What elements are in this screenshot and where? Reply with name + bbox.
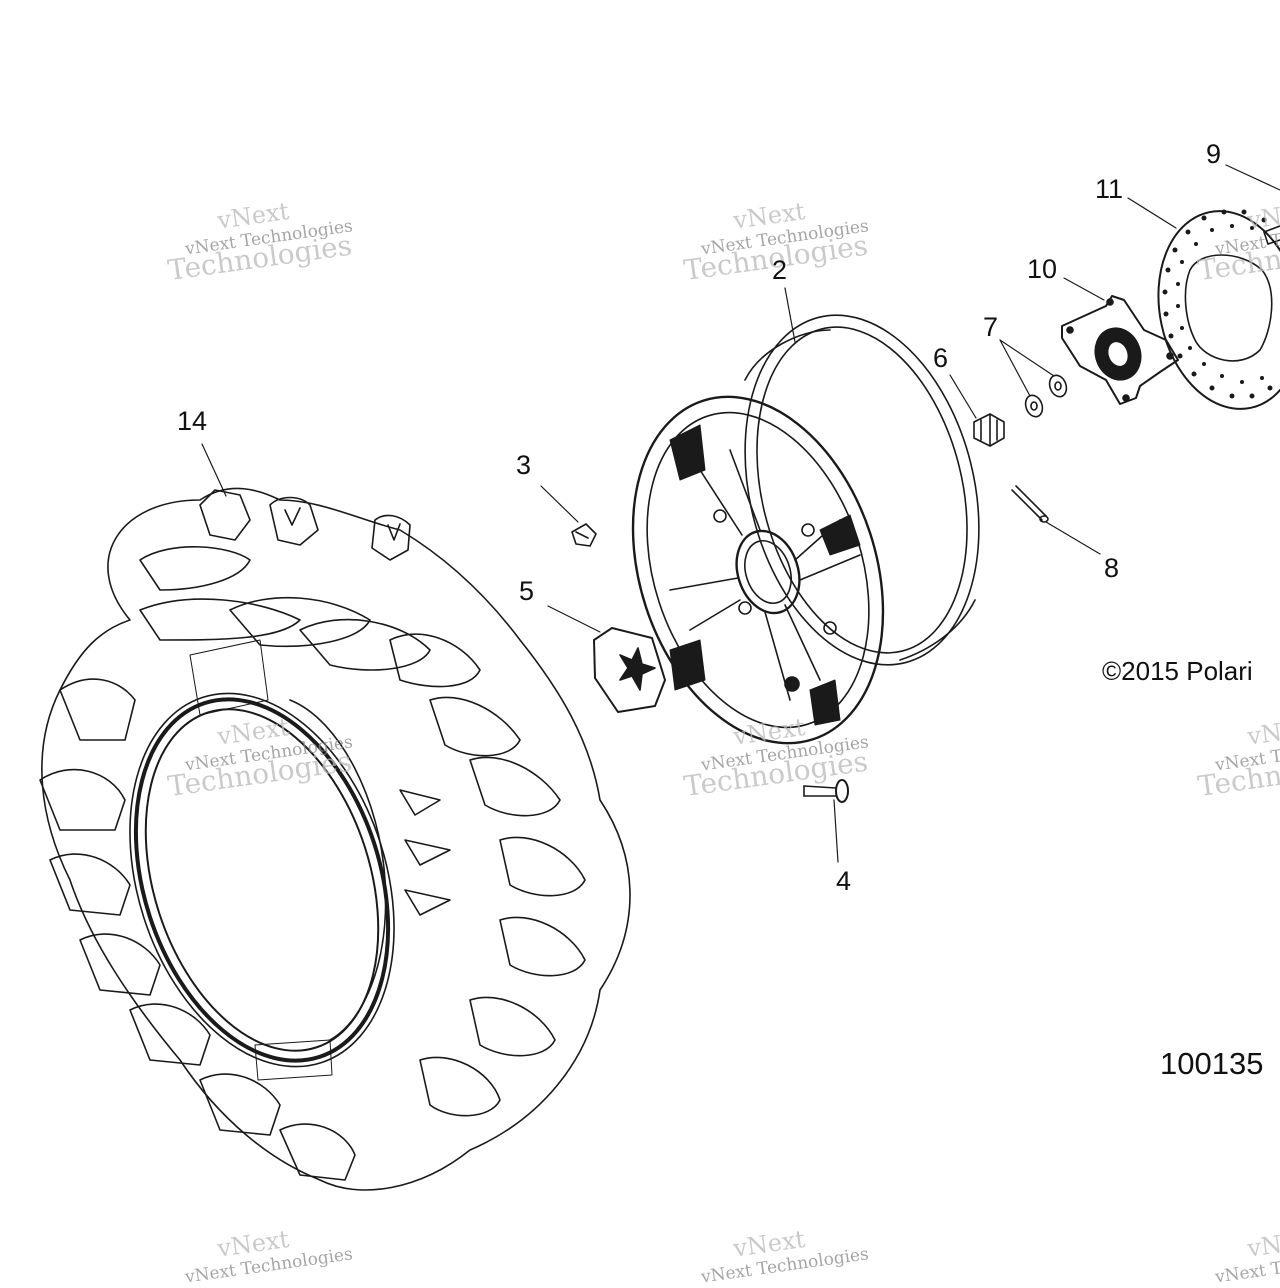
callout-6: 6 (933, 343, 949, 373)
center-cap (593, 627, 666, 713)
callout-9: 9 (1206, 139, 1222, 169)
callout-11: 11 (1095, 174, 1124, 204)
figure-number: 100135 (1160, 1046, 1264, 1081)
callout-3: 3 (516, 450, 532, 480)
wheel-hub (1061, 295, 1179, 405)
wheel-rim (631, 314, 980, 745)
callout-4: 4 (836, 866, 852, 896)
copyright-notice: ©2015 Polari (1102, 656, 1253, 686)
cotter-pin (1011, 485, 1049, 523)
callout-5: 5 (519, 576, 535, 606)
disc-bolt (1263, 225, 1280, 245)
callout-8: 8 (1104, 553, 1120, 583)
callout-7: 7 (983, 312, 999, 342)
leader-lines (201, 164, 1280, 863)
brake-disc (1157, 209, 1280, 410)
callout-14: 14 (177, 406, 208, 436)
callout-10: 10 (1027, 254, 1058, 284)
castle-nut (973, 413, 1005, 447)
wheel-stud (803, 779, 849, 803)
valve-cap (571, 523, 597, 547)
tire (39, 487, 631, 1191)
callout-2: 2 (772, 255, 788, 285)
